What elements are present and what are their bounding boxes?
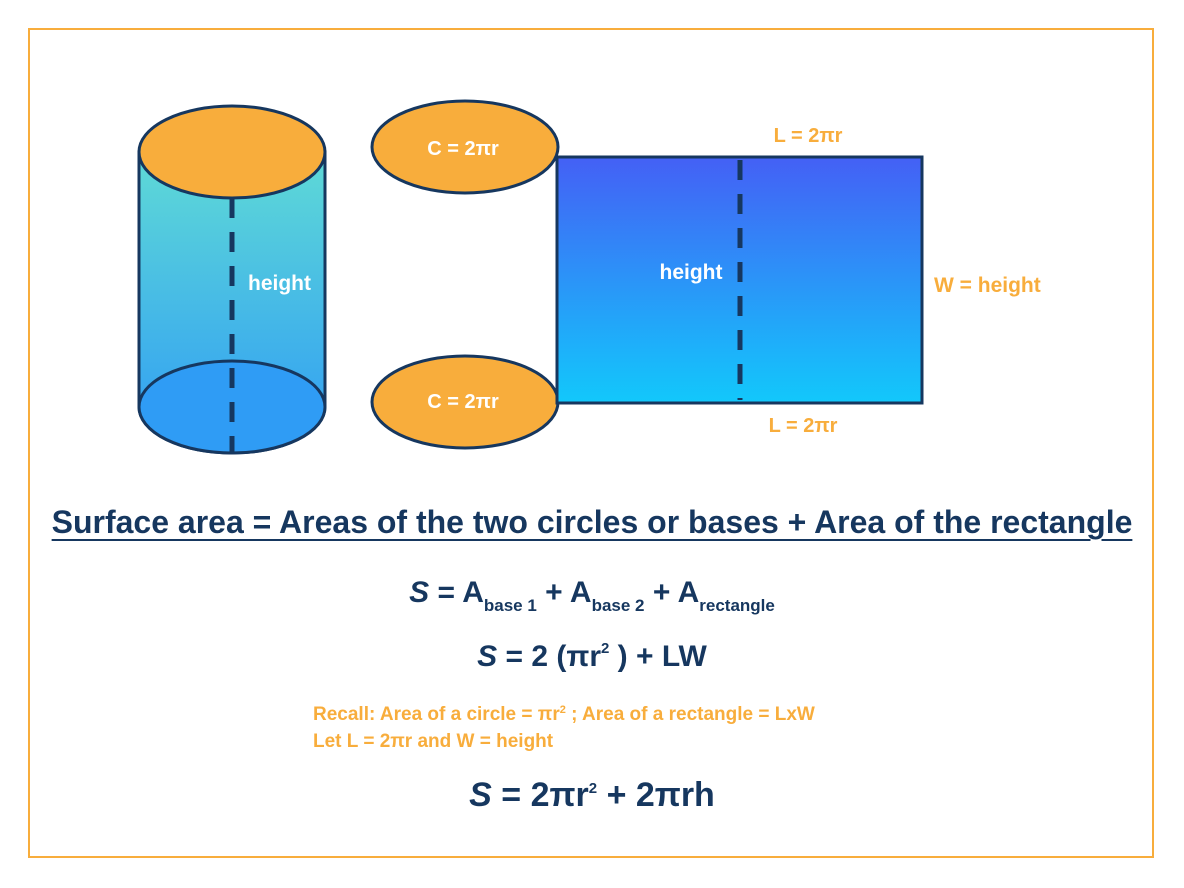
recall-circle-area: Recall: Area of a circle = πr bbox=[313, 704, 560, 725]
eq1-plus-a1: + A bbox=[536, 576, 592, 609]
eq1-a: = A bbox=[429, 576, 484, 609]
eq2-pre: = 2 (πr bbox=[497, 640, 601, 673]
eq3-post: + 2πrh bbox=[597, 776, 715, 814]
recall-sup: 2 bbox=[559, 704, 566, 716]
bottom-circle-label: C = 2πr bbox=[427, 391, 499, 413]
cylinder: height bbox=[137, 104, 327, 455]
eq1-sub-base1: base 1 bbox=[483, 596, 537, 615]
eq1-sub-rectangle: rectangle bbox=[699, 596, 775, 615]
eq2-sup: 2 bbox=[601, 640, 610, 657]
equation-substituted: S = 2 (πr2 ) + LW bbox=[0, 640, 1184, 674]
cylinder-height-label: height bbox=[248, 272, 311, 295]
eq2-post: ) + LW bbox=[609, 640, 707, 673]
net-bottom-circle: C = 2πr bbox=[370, 354, 560, 450]
diagram-frame bbox=[28, 28, 1154, 858]
net-top-circle: C = 2πr bbox=[370, 99, 560, 195]
eq1-plus-a2: + A bbox=[644, 576, 700, 609]
recall-note: Recall: Area of a circle = πr2 ; Area of… bbox=[313, 704, 815, 726]
eq2-s: S bbox=[477, 640, 498, 673]
surface-area-title: Surface area = Areas of the two circles … bbox=[0, 504, 1184, 541]
equation-final: S = 2πr2 + 2πrh bbox=[0, 776, 1184, 815]
eq3-s: S bbox=[469, 776, 492, 814]
eq3-sup: 2 bbox=[588, 780, 598, 797]
cylinder-base-top bbox=[137, 104, 327, 200]
rect-bottom-length-label: L = 2πr bbox=[769, 415, 838, 437]
eq3-pre: = 2πr bbox=[491, 776, 589, 814]
rect-width-label: W = height bbox=[934, 274, 1041, 297]
recall-rectangle-area: ; Area of a rectangle = LxW bbox=[565, 704, 815, 725]
eq1-s: S bbox=[409, 576, 430, 609]
top-circle-label: C = 2πr bbox=[427, 138, 499, 160]
rect-top-length-label: L = 2πr bbox=[774, 125, 843, 147]
net-rectangle: height bbox=[555, 155, 924, 405]
title-text: Surface area = Areas of the two circles … bbox=[51, 504, 1133, 540]
rectangle-height-label: height bbox=[660, 261, 723, 284]
equation-sum-of-areas: S = Abase 1 + Abase 2 + Arectangle bbox=[0, 576, 1184, 614]
let-note: Let L = 2πr and W = height bbox=[313, 731, 554, 752]
eq1-sub-base2: base 2 bbox=[591, 596, 645, 615]
